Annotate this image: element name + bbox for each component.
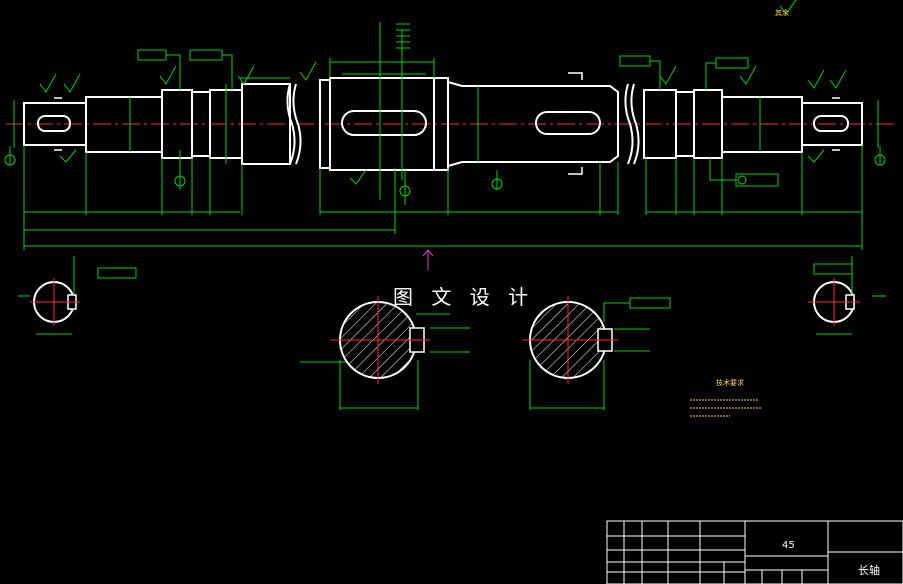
view-arrow [422,249,434,270]
section-left-small [18,256,137,335]
part-name-label: 长轴 [858,564,880,577]
datum-symbols [4,154,886,197]
tech-requirements-heading: 技术要求 [716,379,744,387]
roughness-note: 其余 [775,9,789,17]
tech-notes-lines [690,399,762,417]
dimension-lines [9,0,881,250]
section-right-small [808,256,886,335]
section-middle-right [522,296,671,410]
material-label: 45 [782,540,795,551]
section-middle-left [300,296,470,410]
title-block [606,520,903,584]
keyway-markers [54,72,840,175]
watermark-text: 图 文 设 计 [393,285,535,309]
